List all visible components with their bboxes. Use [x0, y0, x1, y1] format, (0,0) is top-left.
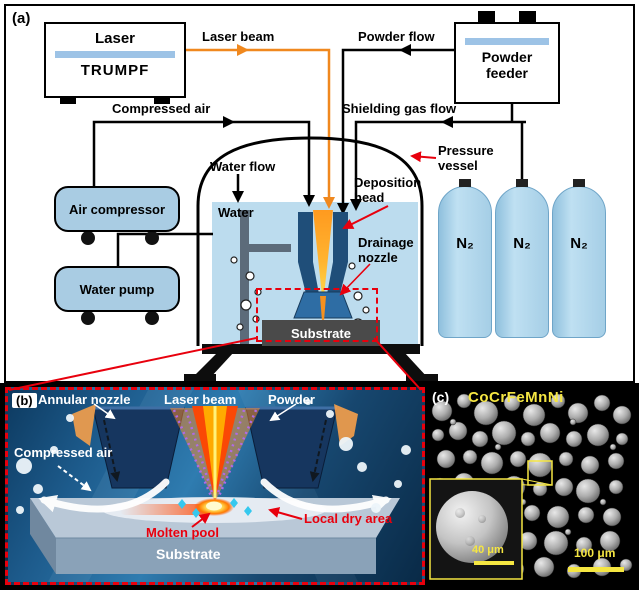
laser-unit-window [55, 51, 175, 58]
water-pump: Water pump [54, 266, 180, 312]
water-label: Water [218, 205, 254, 220]
sparkles [178, 498, 252, 518]
main-scale-bar [568, 567, 624, 572]
panel-b: (b) Annular nozzle Laser beam Powder Com… [5, 387, 425, 585]
panel-c: (c) CoCrFeMnNi 40 μm 100 μm [428, 387, 634, 585]
drainage-nozzle-label: Drainage nozzle [358, 235, 414, 265]
local-dry-area-label: Local dry area [304, 511, 393, 526]
laser-beam-label-b: Laser beam [164, 392, 237, 407]
molten-pool-label: Molten pool [146, 525, 219, 540]
powder-label: Powder [268, 392, 315, 407]
equipment-wheels [81, 231, 159, 325]
pressure-vessel-outline [196, 136, 424, 346]
water-flow-label: Water flow [210, 159, 276, 174]
powder-feeder-window [465, 38, 549, 45]
side-powder-flames [72, 404, 358, 446]
panel-c-tag: (c) [432, 389, 450, 405]
powder-flow-path [337, 44, 454, 215]
panel-a: (a) Laser TRUMPF Powder feeder Laser bea… [4, 4, 635, 383]
vessel-stand [184, 344, 438, 381]
closeup-drawing [16, 390, 411, 582]
annular-nozzle-blocks [92, 406, 338, 489]
water-pump-path [116, 232, 213, 266]
air-compressor: Air compressor [54, 186, 180, 232]
inset-sphere [436, 491, 508, 563]
panel-a-tag: (a) [12, 10, 31, 27]
heat-trail [120, 504, 212, 515]
bubbles-b [16, 399, 411, 514]
powder-streams [172, 409, 258, 497]
compressed-air-label-b: Compressed air [14, 445, 113, 460]
sem-image [429, 393, 633, 580]
air-out-arrows [38, 478, 392, 513]
annular-nozzle-label: Annular nozzle [38, 392, 131, 407]
laser-unit-title: Laser [94, 30, 136, 47]
inset-box [429, 478, 523, 580]
support-stand [240, 210, 291, 344]
inset-scale-bar [474, 561, 514, 565]
laser-beam-cone [170, 406, 260, 502]
shielding-gas-path [350, 104, 526, 211]
laser-unit-brand: TRUMPF [80, 62, 150, 79]
deposition-head [298, 210, 348, 296]
shielding-gas-label: Shielding gas flow [342, 101, 457, 116]
compressed-air-path [92, 116, 315, 207]
material-label: CoCrFeMnNi [468, 389, 564, 406]
laser-beam-label: Laser beam [202, 29, 275, 44]
substrate-label-b: Substrate [156, 546, 221, 562]
powder-flow-label: Powder flow [358, 29, 435, 44]
inset-scale-label: 40 μm [472, 544, 504, 556]
pressure-vessel-label: Pressure vessel [438, 143, 494, 173]
powder-feeder: Powder feeder [454, 11, 560, 104]
air-channel-arrows [103, 419, 327, 482]
compressed-air-label: Compressed air [112, 101, 211, 116]
deposition-head-label: Deposition head [354, 175, 422, 205]
panel-b-tag: (b) [12, 393, 37, 408]
label-pointer-arrows [57, 403, 303, 528]
n2-cylinder-1: N₂ [438, 179, 492, 338]
drainage-nozzle [293, 291, 353, 321]
zoom-region-box [256, 288, 378, 342]
laser-beam-path [186, 44, 335, 209]
main-scale-label: 100 μm [574, 546, 616, 560]
molten-pool [206, 501, 222, 511]
laser-unit: Laser TRUMPF [44, 22, 186, 104]
powder-feeder-label: Powder feeder [481, 49, 533, 81]
n2-cylinder-2: N₂ [495, 179, 549, 338]
zoom-target-box [527, 460, 553, 486]
n2-cylinder-3: N₂ [552, 179, 606, 338]
